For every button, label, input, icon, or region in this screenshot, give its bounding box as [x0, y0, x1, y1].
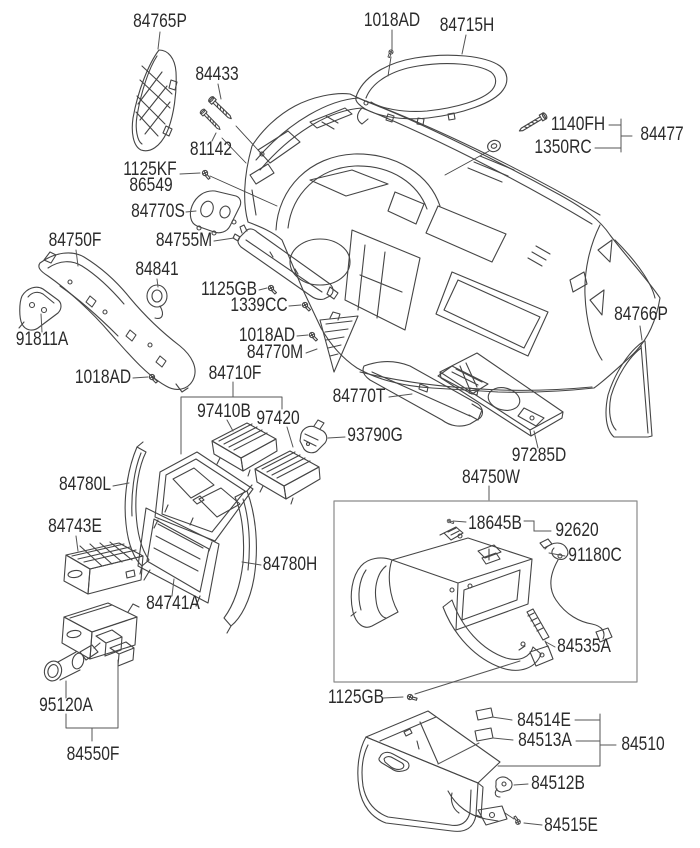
part-label-84750W: 84750W — [461, 467, 521, 488]
part-label-84550F: 84550F — [66, 744, 120, 765]
part-drawing-81142-bolt — [198, 107, 247, 164]
part-label-84477: 84477 — [640, 124, 684, 145]
part-label-84513A: 84513A — [518, 730, 572, 751]
part-label-95120A: 95120A — [39, 695, 93, 716]
part-label-81142: 81142 — [189, 139, 233, 160]
part-label-84770S: 84770S — [131, 201, 185, 222]
part-label-1140FH: 1140FH — [550, 114, 606, 135]
part-drawing-84715H — [355, 49, 508, 126]
part-drawing-84743E — [63, 541, 144, 595]
part-label-84780H: 84780H — [262, 554, 318, 575]
part-drawing-glovebox-housing — [350, 537, 554, 671]
part-drawing-84750F — [38, 251, 196, 393]
part-drawing-92620-wiring — [539, 538, 613, 643]
part-label-93790G: 93790G — [347, 425, 403, 446]
part-label-18645B: 18645B — [468, 513, 522, 534]
part-label-84515E: 84515E — [544, 815, 598, 836]
part-drawing-84510-door — [357, 710, 508, 832]
part-drawing-91811A — [18, 286, 62, 331]
part-label-84770T: 84770T — [332, 386, 386, 407]
part-label-84741A: 84741A — [146, 593, 200, 614]
group-box-84750W — [333, 500, 638, 683]
part-label-1125GB: 1125GB — [200, 279, 258, 300]
part-label-84510: 84510 — [621, 734, 665, 755]
part-label-84710F: 84710F — [208, 363, 262, 384]
part-label-84514E: 84514E — [517, 710, 571, 731]
part-label-1125KF: 1125KF — [123, 159, 177, 180]
part-drawing-1125KF-screw — [200, 169, 278, 207]
part-label-84766P: 84766P — [614, 304, 668, 325]
part-label-84780L: 84780L — [59, 474, 111, 495]
part-drawing-1350RC-washer — [444, 139, 501, 176]
part-label-84770M: 84770M — [246, 342, 304, 363]
part-label-92620: 92620 — [555, 520, 599, 541]
part-drawing-84770S — [189, 190, 242, 236]
part-label-97285D: 97285D — [511, 445, 567, 466]
part-label-1350RC: 1350RC — [534, 137, 592, 158]
part-drawing-84433-bolt — [207, 95, 259, 151]
part-drawing-95120A — [43, 642, 101, 682]
part-label-84743E: 84743E — [48, 516, 102, 537]
part-drawing-84741A — [137, 504, 220, 607]
part-drawing-main-crashpad — [244, 93, 661, 396]
part-drawing-84512B-latch — [494, 776, 513, 798]
part-label-84512B: 84512B — [531, 773, 585, 794]
part-label-86549: 86549 — [129, 175, 173, 196]
part-drawing-84515E-screw — [504, 812, 523, 826]
part-drawing-97420-vent — [254, 450, 321, 505]
part-drawing-84770T — [362, 360, 483, 427]
part-label-84755M: 84755M — [155, 230, 213, 251]
part-label-1018AD-2: 1018AD — [238, 325, 296, 346]
part-label-91811A: 91811A — [15, 329, 69, 350]
part-drawing-84550F — [61, 602, 140, 667]
part-label-97420: 97420 — [256, 408, 300, 429]
part-label-84765P: 84765P — [133, 11, 187, 32]
part-drawing-84765P — [131, 49, 178, 152]
part-drawing-84766P — [605, 340, 653, 438]
part-label-84841: 84841 — [135, 259, 179, 280]
part-drawing-84841 — [146, 284, 168, 319]
part-label-1339CC: 1339CC — [230, 295, 288, 316]
part-label-84715H: 84715H — [439, 15, 495, 36]
part-label-84535A: 84535A — [557, 636, 611, 657]
part-label-91180C: 91180C — [568, 545, 622, 566]
part-label-1125GB-2: 1125GB — [327, 687, 385, 708]
part-drawing-93790G — [299, 419, 328, 454]
part-label-1018AD: 1018AD — [363, 10, 421, 31]
part-label-84433: 84433 — [195, 64, 239, 85]
leader-lines — [40, 29, 643, 826]
part-label-1018AD-3: 1018AD — [74, 367, 132, 388]
part-drawing-18645B — [439, 518, 464, 541]
part-drawing-97410B-vent — [211, 422, 278, 477]
part-label-97410B: 97410B — [197, 401, 251, 422]
part-label-84750F: 84750F — [48, 230, 102, 251]
part-drawing-97285D — [437, 352, 564, 437]
part-drawing-84770M — [319, 311, 359, 373]
